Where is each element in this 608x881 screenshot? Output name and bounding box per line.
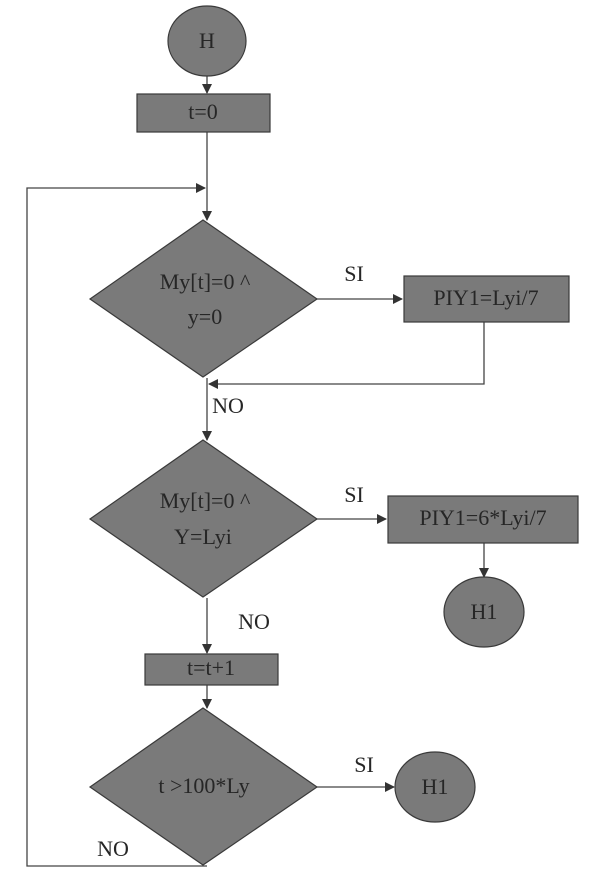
action1-label: PIY1=Lyi/7 — [433, 285, 538, 310]
d2-no-label: NO — [238, 609, 270, 634]
end2-node: H1 — [394, 751, 476, 823]
decision1-line2: y=0 — [188, 304, 222, 329]
d2-yes-label: SI — [344, 482, 364, 507]
d1-no-label: NO — [212, 393, 244, 418]
end1-label: H1 — [471, 599, 498, 624]
init-label: t=0 — [188, 99, 218, 124]
decision3-node: t >100*Ly — [88, 707, 319, 866]
decision1-node: My[t]=0 ^ — [88, 219, 319, 378]
d1-yes-label: SI — [344, 261, 364, 286]
decision3-label: t >100*Ly — [158, 773, 249, 798]
action1-node: PIY1=Lyi/7 — [403, 275, 570, 323]
increment-node: t=t+1 — [144, 653, 279, 686]
end1-node: H1 — [443, 576, 525, 648]
action2-label: PIY1=6*Lyi/7 — [419, 505, 546, 530]
start-node: H — [167, 5, 247, 77]
edge-action1-merge — [208, 322, 485, 389]
init-node: t=0 — [136, 93, 271, 133]
decision2-line1: My[t]=0 ^ — [160, 488, 251, 513]
increment-label: t=t+1 — [187, 655, 235, 680]
d3-no-label: NO — [97, 836, 129, 861]
end2-label: H1 — [422, 774, 449, 799]
edge-loop-back — [26, 183, 207, 867]
start-label: H — [199, 28, 215, 53]
action2-node: PIY1=6*Lyi/7 — [387, 495, 579, 544]
decision2-line2: Y=Lyi — [174, 524, 232, 549]
decision1-line1: My[t]=0 ^ — [160, 269, 251, 294]
d3-yes-label: SI — [354, 752, 374, 777]
decision2-node: My[t]=0 ^ — [88, 439, 319, 598]
